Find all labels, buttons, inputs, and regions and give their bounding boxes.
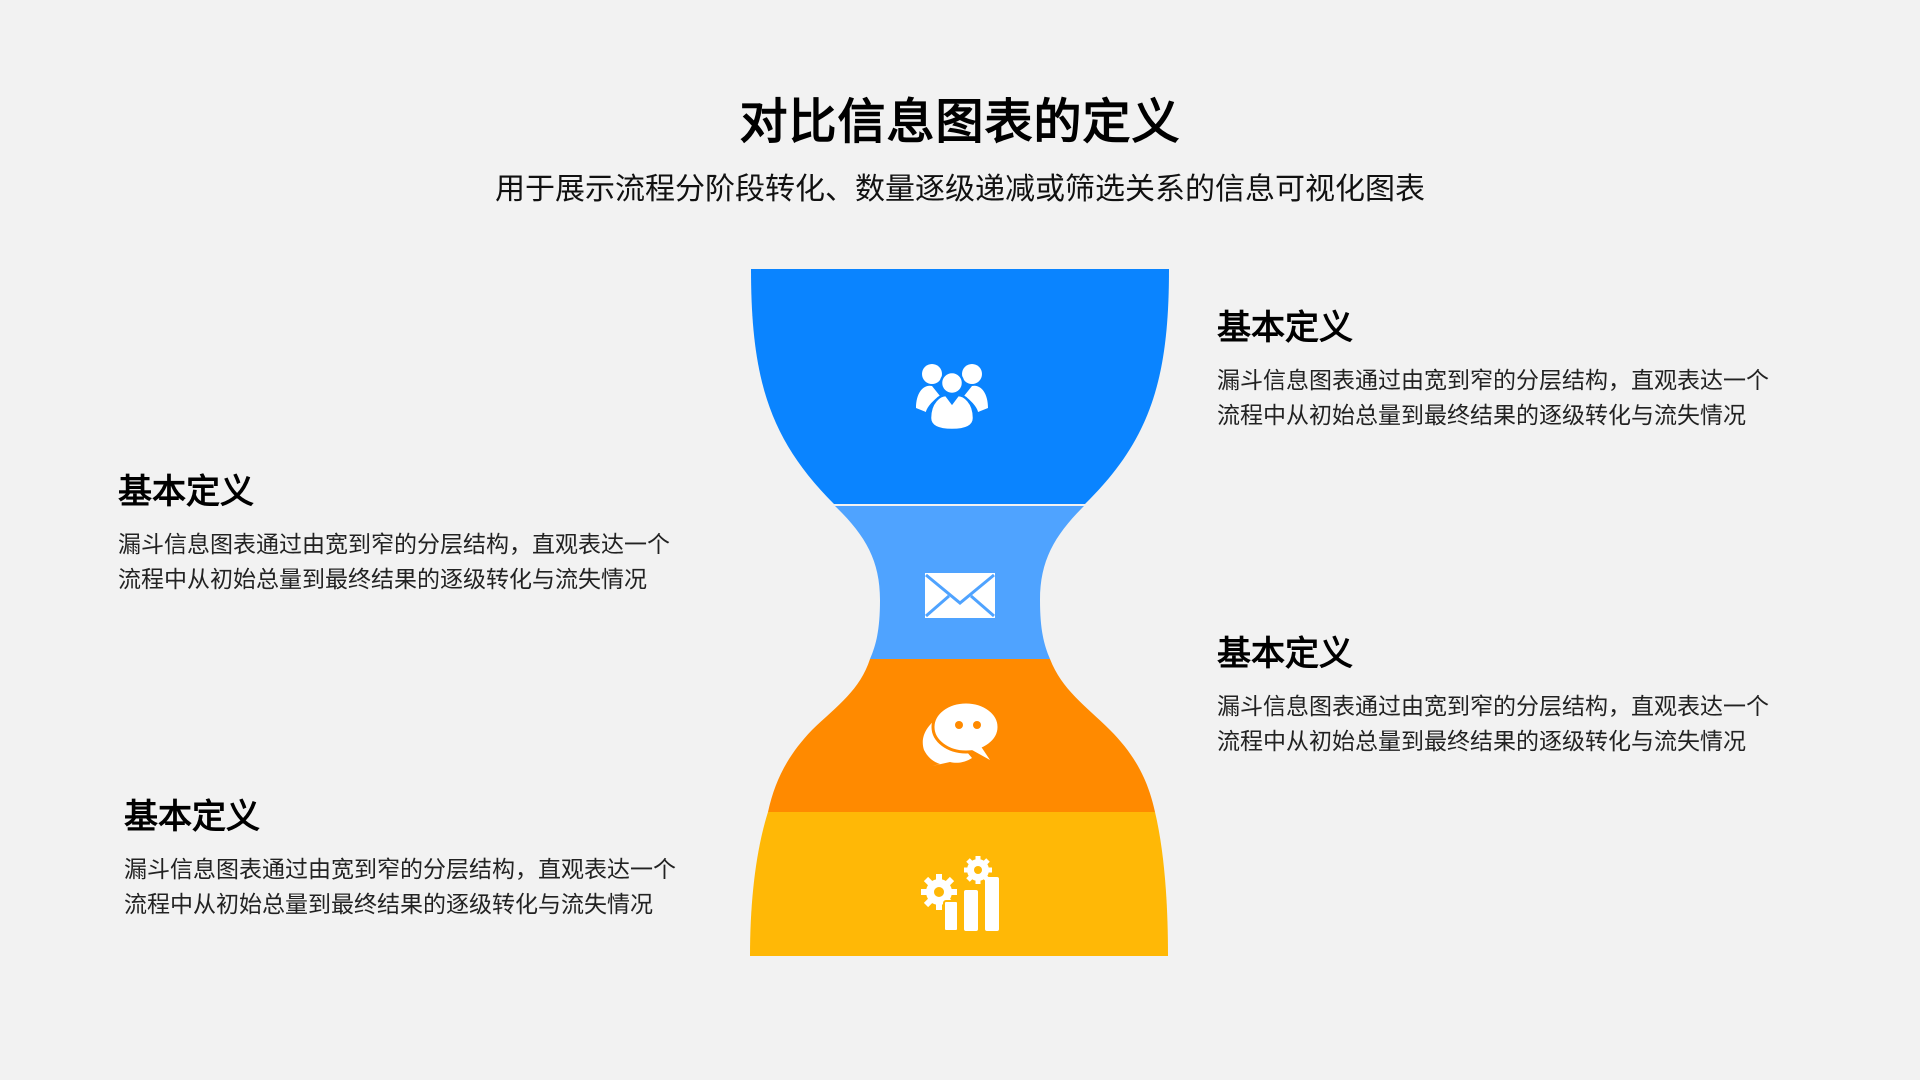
definition-line-1: 漏斗信息图表通过由宽到窄的分层结构，直观表达一个 xyxy=(1217,694,1769,720)
definition-text: 漏斗信息图表通过由宽到窄的分层结构，直观表达一个 流程中从初始总量到最终结果的逐… xyxy=(1217,364,1817,434)
definition-text: 漏斗信息图表通过由宽到窄的分层结构，直观表达一个 流程中从初始总量到最终结果的逐… xyxy=(1217,690,1817,760)
definition-line-1: 漏斗信息图表通过由宽到窄的分层结构，直观表达一个 xyxy=(118,532,670,558)
definition-line-2: 流程中从初始总量到最终结果的逐级转化与流失情况 xyxy=(124,892,653,918)
definition-block-right-top: 基本定义 漏斗信息图表通过由宽到窄的分层结构，直观表达一个 流程中从初始总量到最… xyxy=(1217,306,1817,434)
page-title: 对比信息图表的定义 xyxy=(739,94,1181,150)
definition-text: 漏斗信息图表通过由宽到窄的分层结构，直观表达一个 流程中从初始总量到最终结果的逐… xyxy=(124,853,724,923)
definition-line-2: 流程中从初始总量到最终结果的逐级转化与流失情况 xyxy=(1217,403,1746,429)
envelope-icon xyxy=(925,573,995,618)
funnel-stage-4 xyxy=(750,812,1168,956)
definition-text: 漏斗信息图表通过由宽到窄的分层结构，直观表达一个 流程中从初始总量到最终结果的逐… xyxy=(118,528,718,598)
chat-bubbles-icon xyxy=(922,700,1001,766)
definition-heading: 基本定义 xyxy=(118,472,254,512)
people-group-icon xyxy=(916,364,988,432)
definition-heading: 基本定义 xyxy=(124,797,260,837)
page-subtitle: 用于展示流程分阶段转化、数量逐级递减或筛选关系的信息可视化图表 xyxy=(495,172,1425,207)
definition-heading: 基本定义 xyxy=(1217,308,1353,348)
definition-block-left-mid: 基本定义 漏斗信息图表通过由宽到窄的分层结构，直观表达一个 流程中从初始总量到最… xyxy=(118,470,718,598)
definition-block-left-bottom: 基本定义 漏斗信息图表通过由宽到窄的分层结构，直观表达一个 流程中从初始总量到最… xyxy=(124,795,724,923)
definition-line-2: 流程中从初始总量到最终结果的逐级转化与流失情况 xyxy=(118,567,647,593)
definition-line-1: 漏斗信息图表通过由宽到窄的分层结构，直观表达一个 xyxy=(124,857,676,883)
definition-line-2: 流程中从初始总量到最终结果的逐级转化与流失情况 xyxy=(1217,729,1746,755)
gears-bar-chart-icon xyxy=(921,856,999,932)
definition-block-right-mid: 基本定义 漏斗信息图表通过由宽到窄的分层结构，直观表达一个 流程中从初始总量到最… xyxy=(1217,632,1817,760)
definition-line-1: 漏斗信息图表通过由宽到窄的分层结构，直观表达一个 xyxy=(1217,368,1769,394)
definition-heading: 基本定义 xyxy=(1217,634,1353,674)
